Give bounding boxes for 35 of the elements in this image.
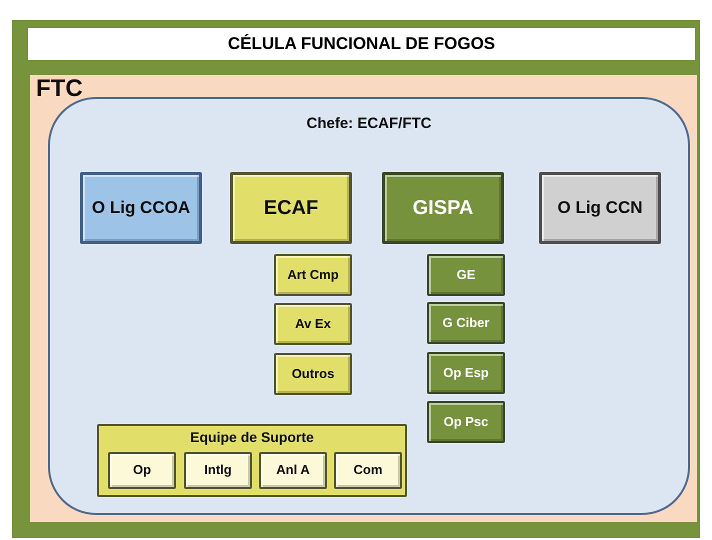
unit-label: G Ciber [442, 316, 490, 330]
subunit-box [427, 352, 505, 394]
group-heading: Chefe: ECAF/FTC [306, 115, 432, 132]
unit-label: Op Esp [443, 366, 489, 380]
team-panel [97, 424, 407, 497]
unit-label: O Lig CCN [558, 198, 642, 218]
unit-label: Outros [292, 366, 334, 382]
unit-label: Intlg [204, 463, 232, 478]
member-box [334, 452, 402, 489]
title: CÉLULA FUNCIONAL DE FOGOS [28, 28, 695, 60]
member-box [184, 452, 252, 489]
unit-label: Art Cmp [287, 268, 339, 282]
member-box [108, 452, 176, 489]
member-box [259, 452, 327, 489]
unit-label: Op Psc [444, 414, 488, 430]
unit-label: Com [354, 463, 382, 478]
unit-name: FTC [36, 75, 83, 103]
unit-label: Av Ex [295, 316, 331, 332]
unit-label: O Lig CCOA [92, 198, 190, 218]
unit-label: ECAF [264, 196, 318, 220]
team-heading: Equipe de Suporte [189, 429, 315, 445]
subunit-box [274, 353, 352, 395]
liaison-box [80, 172, 202, 244]
liaison-box [539, 172, 661, 244]
subunit-box [274, 303, 352, 345]
subunit-box [427, 302, 505, 344]
unit-label: GISPA [412, 196, 474, 220]
unit-box [230, 172, 352, 244]
subunit-box [274, 254, 352, 296]
unit-label: Op [132, 463, 152, 478]
unit-label: Anl A [276, 463, 310, 478]
subunit-box [427, 254, 505, 296]
subunit-box [427, 401, 505, 443]
unit-label: GE [456, 268, 476, 282]
unit-box [382, 172, 504, 244]
